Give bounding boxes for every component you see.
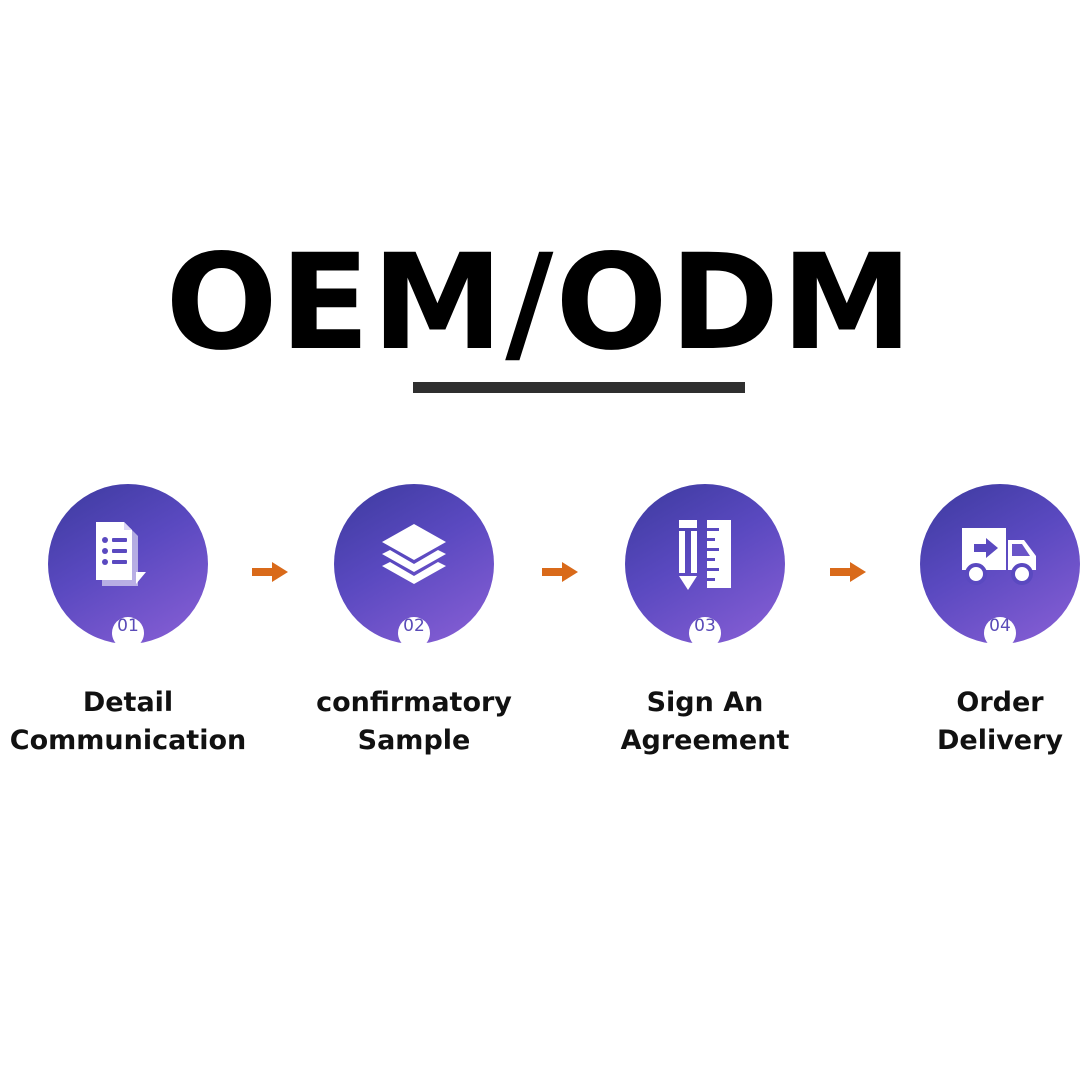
step-number: 01 bbox=[117, 616, 139, 636]
step-detail-communication: 01 Detail Communication bbox=[0, 484, 278, 774]
pen-ruler-icon bbox=[679, 520, 731, 590]
step-sign-an-agreement: 03 Sign An Agreement bbox=[555, 484, 855, 774]
step-label: Order Delivery bbox=[850, 684, 1080, 760]
step-label-line1: Order bbox=[956, 687, 1044, 718]
step-label: Sign An Agreement bbox=[555, 684, 855, 760]
delivery-truck-icon bbox=[962, 528, 1036, 585]
step-label-line1: Detail bbox=[82, 687, 174, 718]
step-label-line2: Delivery bbox=[936, 725, 1064, 756]
title-underline bbox=[413, 382, 745, 393]
step-confirmatory-sample: 02 confirmatory Sample bbox=[264, 484, 564, 774]
step-label-line1: Sign An bbox=[646, 687, 764, 718]
step-label-line2: Agreement bbox=[620, 725, 790, 756]
step-label: confirmatory Sample bbox=[264, 684, 564, 760]
step-label-line1: confirmatory bbox=[316, 687, 512, 718]
layers-stack-icon bbox=[382, 524, 446, 584]
page-title: OEM/ODM bbox=[165, 226, 915, 380]
step-label-line2: Sample bbox=[357, 725, 471, 756]
document-list-icon bbox=[96, 522, 146, 586]
step-number: 04 bbox=[989, 616, 1011, 636]
step-order-delivery: 04 Order Delivery bbox=[850, 484, 1080, 774]
arrow-right-icon bbox=[542, 562, 578, 582]
step-number-badge bbox=[112, 617, 144, 649]
arrow-right-icon bbox=[252, 562, 288, 582]
step-label-line2: Communication bbox=[9, 725, 247, 756]
arrow-right-icon bbox=[830, 562, 866, 582]
step-label: Detail Communication bbox=[0, 684, 278, 760]
step-number-badge bbox=[689, 617, 721, 649]
step-number-badge bbox=[398, 617, 430, 649]
step-number: 03 bbox=[694, 616, 716, 636]
step-circle bbox=[920, 484, 1080, 644]
step-number-badge bbox=[984, 617, 1016, 649]
step-number: 02 bbox=[403, 616, 425, 636]
